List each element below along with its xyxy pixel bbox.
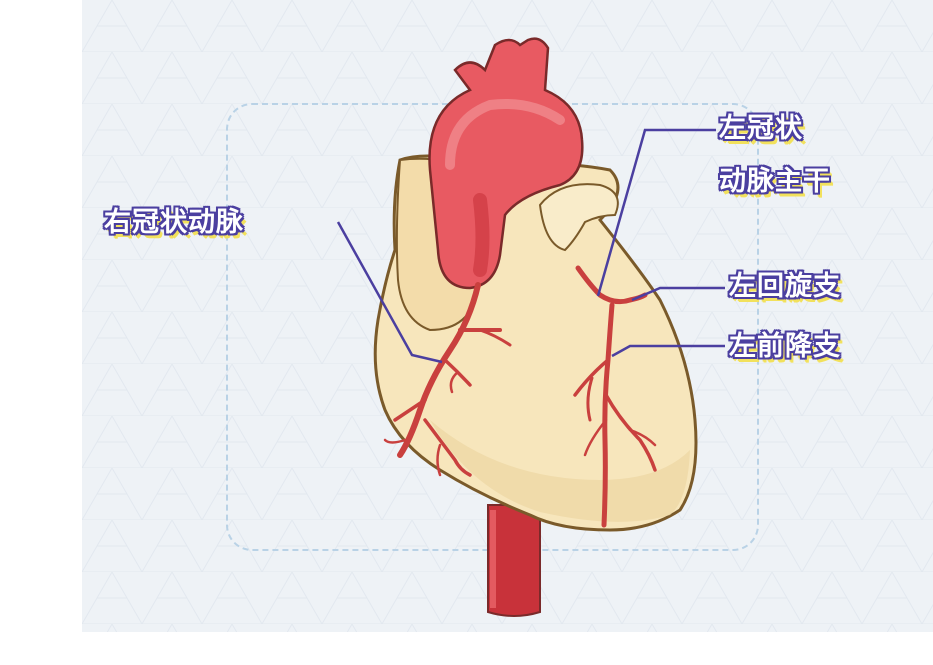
left-atrium bbox=[538, 183, 619, 252]
label-right-coronary-artery: 右冠状动脉 bbox=[104, 207, 244, 238]
aorta bbox=[428, 37, 584, 290]
leader-rca bbox=[336, 221, 443, 364]
label-left-anterior-descending: 左前降支 bbox=[729, 331, 841, 362]
right-coronary-artery bbox=[383, 282, 512, 477]
leader-lcx bbox=[631, 286, 725, 302]
label-left-circumflex: 左回旋支 bbox=[729, 271, 841, 302]
leader-left-main bbox=[596, 128, 716, 297]
descending-aorta bbox=[487, 504, 541, 617]
leader-lad bbox=[611, 344, 725, 358]
label-left-main-line2: 动脉主干 bbox=[719, 166, 831, 197]
label-left-main-line1: 左冠状 bbox=[719, 113, 803, 144]
leader-lines bbox=[336, 128, 725, 364]
